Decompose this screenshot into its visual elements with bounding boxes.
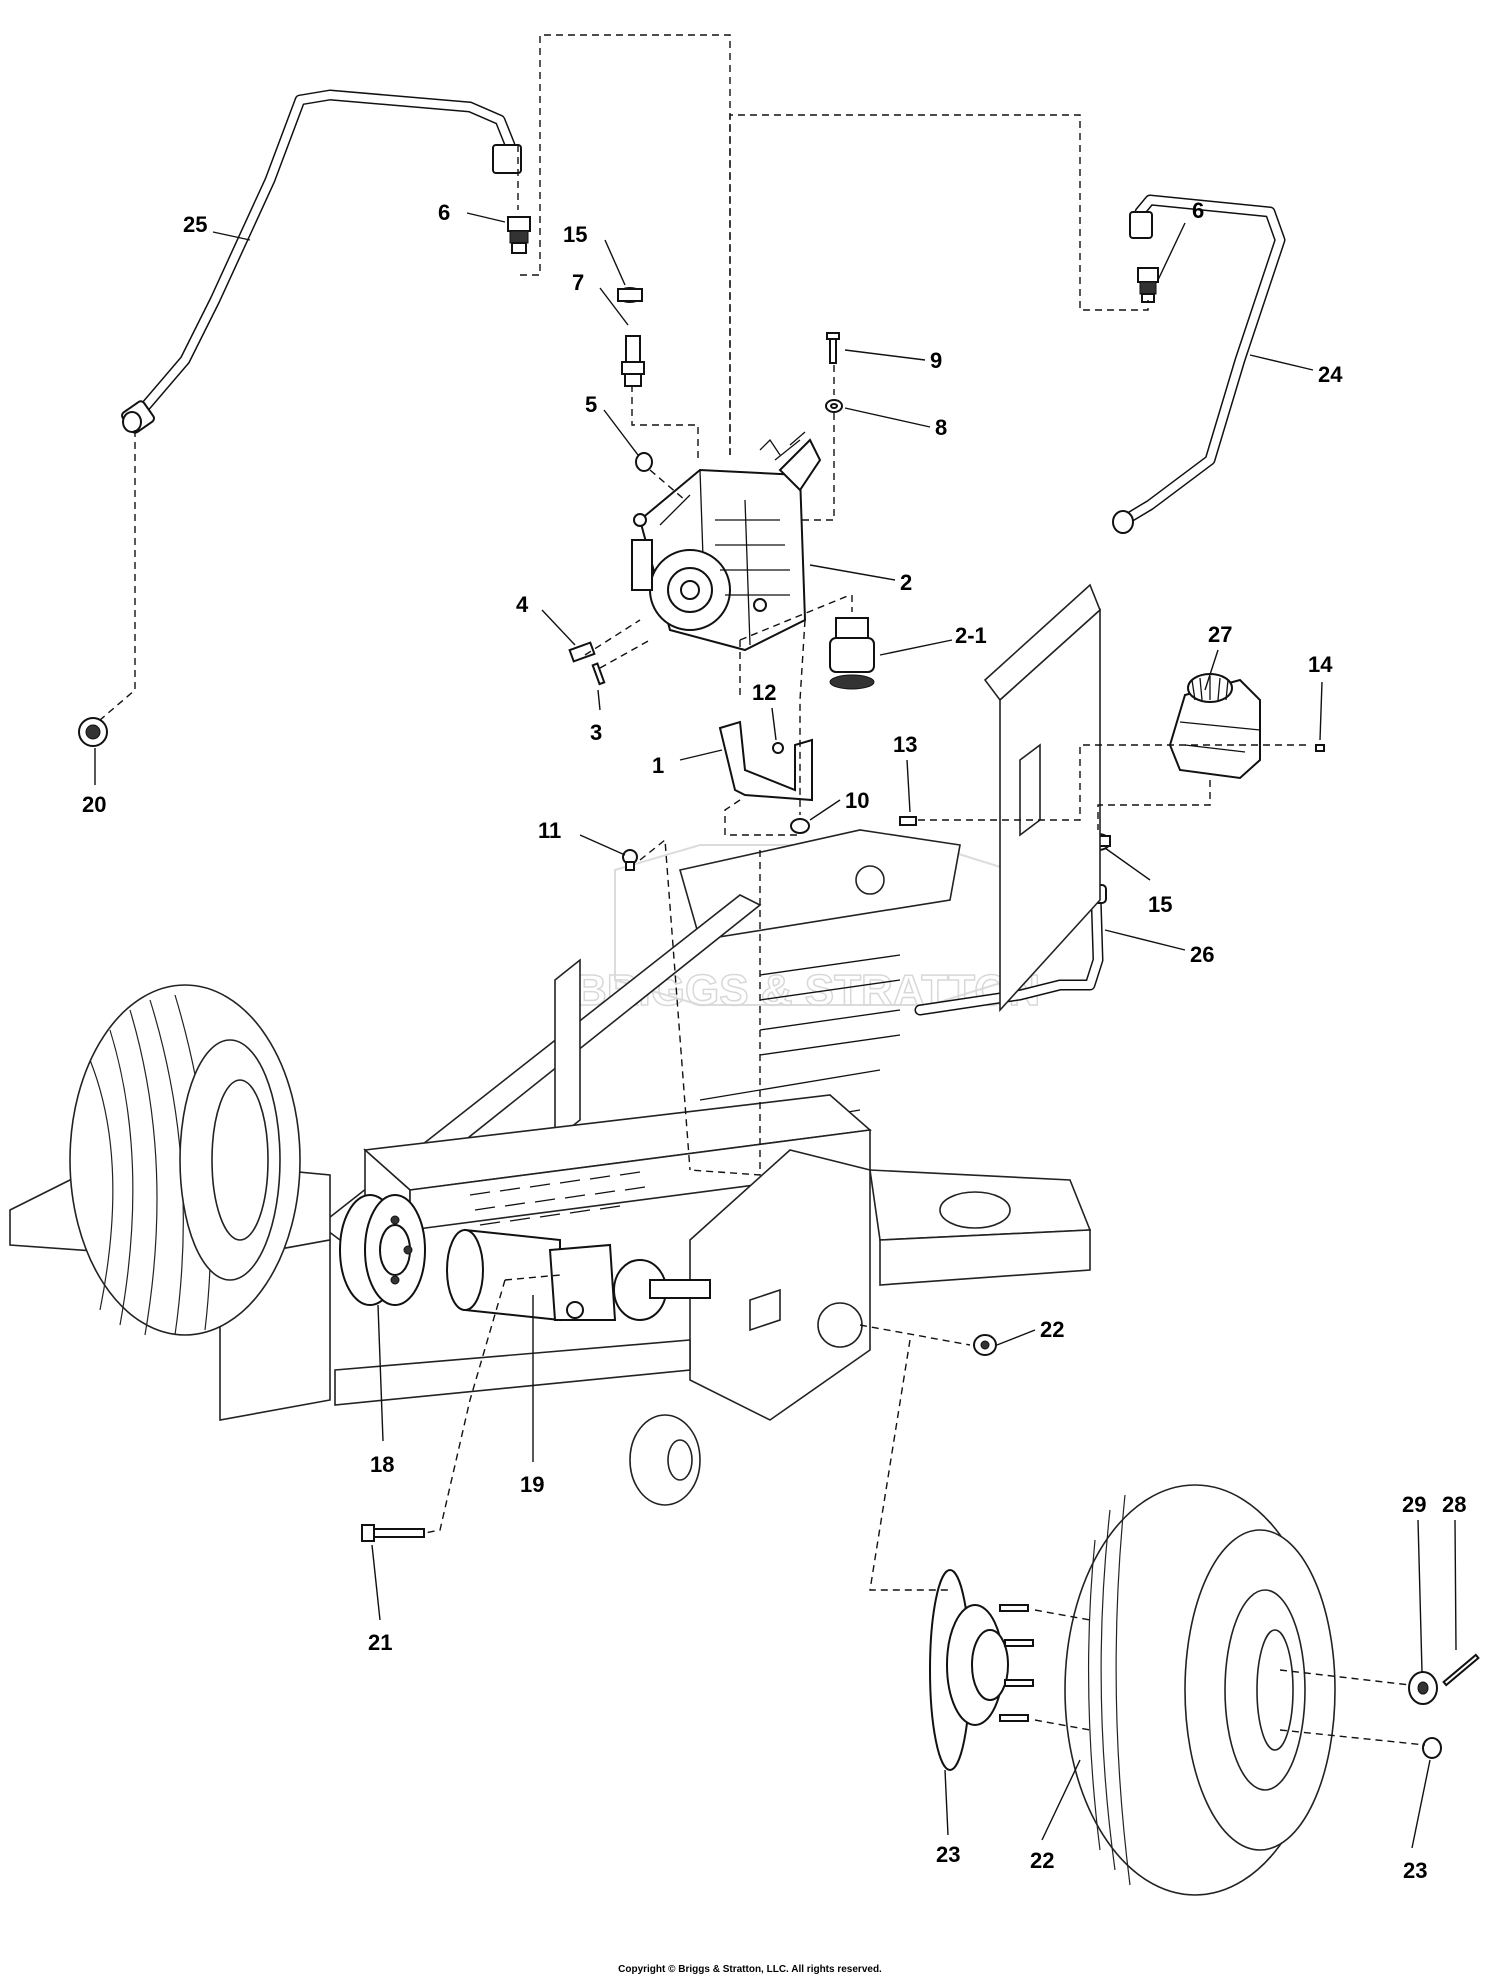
assembly-dashed-lines <box>99 34 1426 1746</box>
callout-14: 14 <box>1308 652 1333 677</box>
callout-15-top: 15 <box>563 222 587 247</box>
bracket-1 <box>718 720 813 802</box>
callout-7: 7 <box>572 270 584 295</box>
fitting-6-right <box>1137 267 1159 303</box>
callout-28: 28 <box>1442 1492 1466 1517</box>
callout-13: 13 <box>893 732 917 757</box>
callout-16: 18 <box>370 1452 394 1477</box>
callout-9: 9 <box>930 348 942 373</box>
callout-27: 27 <box>1208 622 1232 647</box>
callout-5: 5 <box>585 392 597 417</box>
callout-2: 2 <box>900 570 912 595</box>
callout-21: 23 <box>936 1842 960 1867</box>
leader-lines <box>94 212 1457 1849</box>
rear-tire-22 <box>1064 1484 1336 1896</box>
callout-8: 8 <box>935 415 947 440</box>
callout-15-right: 15 <box>1148 892 1172 917</box>
callout-10: 10 <box>845 788 869 813</box>
callout-24: 24 <box>1318 362 1343 387</box>
callout-6-left: 6 <box>438 200 450 225</box>
callout-1: 1 <box>652 753 664 778</box>
callout-25: 25 <box>183 212 207 237</box>
callout-18: 20 <box>82 792 106 817</box>
bolt-11 <box>622 849 638 871</box>
copyright-notice: Copyright © Briggs & Stratton, LLC. All … <box>618 1964 882 1975</box>
callout-12: 12 <box>752 680 776 705</box>
fitting-6-left <box>507 216 531 254</box>
fitting-18 <box>78 717 108 747</box>
washer-8 <box>825 399 843 413</box>
wheel-hub-21 <box>929 1569 1034 1771</box>
lug-nut-23 <box>1422 1737 1442 1759</box>
callout-6-right: 6 <box>1192 198 1204 223</box>
clamp-15-top <box>617 287 643 303</box>
fitting-5 <box>635 452 653 472</box>
bolt-13 <box>899 816 917 826</box>
hose-25 <box>121 89 522 434</box>
pin-3 <box>591 662 606 686</box>
left-tire <box>69 984 301 1336</box>
bolt-19 <box>361 1524 425 1542</box>
callout-3: 3 <box>590 720 602 745</box>
bolt-14 <box>1315 744 1325 752</box>
hydraulic-pump-2 <box>631 431 822 652</box>
oil-reservoir-27 <box>1168 673 1261 780</box>
callouts: 25 6 15 7 5 9 8 2 2-1 4 3 1 12 10 11 13 … <box>82 198 1466 1883</box>
nut-10 <box>790 818 810 834</box>
fitting-7 <box>621 335 645 387</box>
filter-2-1 <box>829 617 875 690</box>
screw-4 <box>568 641 596 663</box>
castle-nut-29 <box>1408 1671 1438 1705</box>
nut-20 <box>973 1334 997 1356</box>
wheel-motor-17 <box>446 1228 711 1322</box>
callout-29: 29 <box>1402 1492 1426 1517</box>
callout-2-1: 2-1 <box>955 623 987 648</box>
callout-17: 19 <box>520 1472 544 1497</box>
cotter-pin-28 <box>1442 1653 1480 1687</box>
callout-11: 11 <box>538 818 561 843</box>
hose-24 <box>1112 194 1286 534</box>
callout-20: 22 <box>1040 1317 1064 1342</box>
callout-26: 26 <box>1190 942 1214 967</box>
wheel-studs <box>999 1604 1034 1722</box>
callout-23: 23 <box>1403 1858 1427 1883</box>
bolt-9 <box>826 332 840 364</box>
callout-4: 4 <box>516 592 529 617</box>
callout-22: 22 <box>1030 1848 1054 1873</box>
wheel-motor-hub-16 <box>339 1194 426 1306</box>
callout-19: 21 <box>368 1630 392 1655</box>
